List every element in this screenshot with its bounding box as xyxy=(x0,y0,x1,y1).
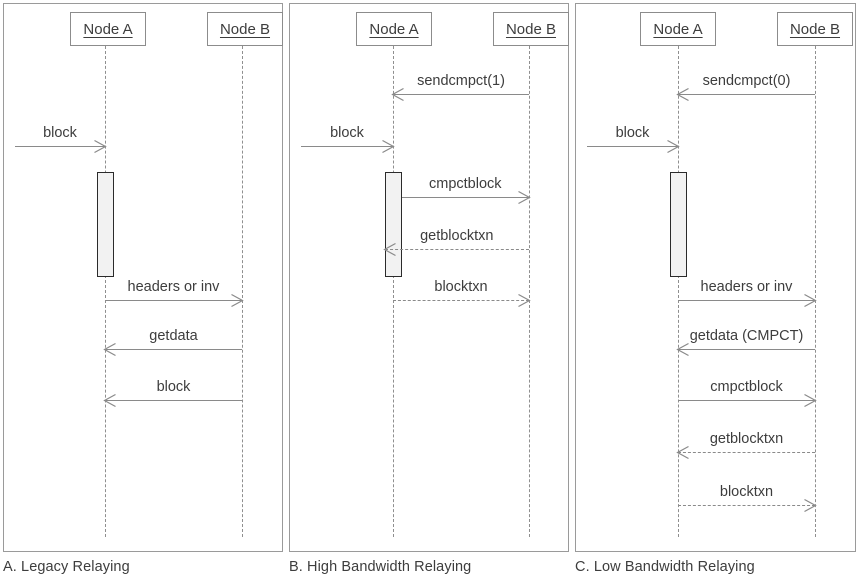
arrowhead-right-icon xyxy=(804,498,817,513)
message-line xyxy=(587,146,678,147)
actor-label: Node B xyxy=(789,20,841,38)
message-line xyxy=(301,146,393,147)
actor-label: Node A xyxy=(83,20,133,38)
message-line xyxy=(401,197,529,198)
message-label: block xyxy=(156,379,191,396)
arrowhead-left-icon xyxy=(676,342,689,357)
message-line xyxy=(105,300,242,301)
arrowhead-left-icon xyxy=(391,87,404,102)
arrowhead-right-icon xyxy=(382,139,395,154)
message-line xyxy=(393,94,529,95)
panel-c-lifeline-a xyxy=(678,46,679,537)
arrowhead-right-icon xyxy=(518,293,531,308)
panel-b-actor-b[interactable]: Node B xyxy=(493,12,569,46)
message-line xyxy=(15,146,105,147)
message-label: getblocktxn xyxy=(420,228,494,245)
panel-a-actor-a[interactable]: Node A xyxy=(70,12,146,46)
arrowhead-left-icon xyxy=(103,342,116,357)
panel-c-activation-bar xyxy=(669,172,687,277)
panel-b-activation-bar xyxy=(384,172,402,277)
panel-b-actor-a[interactable]: Node A xyxy=(356,12,432,46)
panel-a xyxy=(3,3,283,552)
message-label: blocktxn xyxy=(434,279,488,296)
arrowhead-right-icon xyxy=(518,190,531,205)
message-line xyxy=(678,505,815,506)
message-line xyxy=(384,249,529,250)
panel-c-lifeline-b xyxy=(815,46,816,537)
arrowhead-right-icon xyxy=(94,139,107,154)
message-line xyxy=(105,349,242,350)
arrowhead-left-icon xyxy=(676,87,689,102)
panel-a-lifeline-b xyxy=(242,46,243,537)
arrowhead-left-icon xyxy=(382,242,396,257)
arrowhead-right-icon xyxy=(231,293,244,308)
message-line xyxy=(678,349,815,350)
message-label: block xyxy=(615,125,650,142)
panel-a-activation-bar xyxy=(96,172,114,277)
arrowhead-right-icon xyxy=(667,139,680,154)
message-line xyxy=(105,400,242,401)
panel-a-lifeline-a xyxy=(105,46,106,537)
panel-b-lifeline-b xyxy=(529,46,530,537)
message-line xyxy=(678,94,815,95)
message-label: cmpctblock xyxy=(710,379,783,396)
actor-label: Node A xyxy=(653,20,703,38)
panel-a-actor-b[interactable]: Node B xyxy=(207,12,283,46)
message-label: headers or inv xyxy=(127,279,220,296)
message-label: getdata (CMPCT) xyxy=(689,328,804,345)
message-line xyxy=(678,400,815,401)
arrowhead-left-icon xyxy=(676,445,689,460)
actor-label: Node B xyxy=(219,20,271,38)
message-line xyxy=(678,300,815,301)
panel-c-actor-b[interactable]: Node B xyxy=(777,12,853,46)
message-line xyxy=(393,300,529,301)
message-label: sendcmpct(1) xyxy=(417,73,505,90)
message-label: cmpctblock xyxy=(428,176,502,193)
actor-label: Node B xyxy=(505,20,557,38)
panel-c-actor-a[interactable]: Node A xyxy=(640,12,716,46)
message-label: block xyxy=(330,125,364,142)
panel-c-caption: C. Low Bandwidth Relaying xyxy=(575,559,755,575)
arrowhead-right-icon xyxy=(804,293,817,308)
panel-b-caption: B. High Bandwidth Relaying xyxy=(289,559,472,575)
message-label: blocktxn xyxy=(719,484,774,501)
actor-label: Node A xyxy=(369,20,419,38)
message-line xyxy=(678,452,815,453)
message-label: getblocktxn xyxy=(709,431,784,448)
message-label: block xyxy=(43,125,77,142)
arrowhead-left-icon xyxy=(103,393,116,408)
message-label: headers or inv xyxy=(700,279,793,296)
arrowhead-right-icon xyxy=(804,393,817,408)
panel-b-lifeline-a xyxy=(393,46,394,537)
message-label: getdata xyxy=(149,328,198,345)
message-label: sendcmpct(0) xyxy=(702,73,791,90)
panel-a-caption: A. Legacy Relaying xyxy=(3,559,130,575)
